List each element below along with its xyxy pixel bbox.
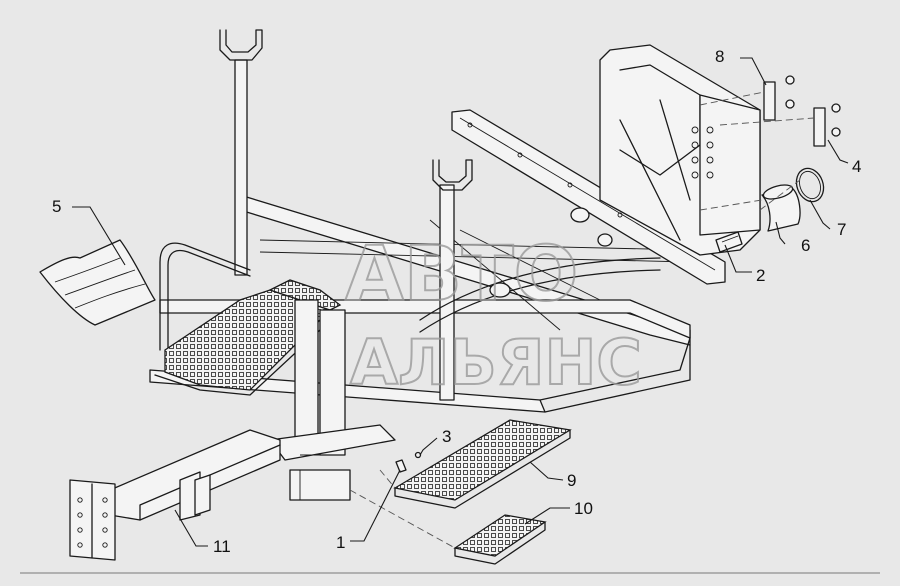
step-10 — [453, 514, 547, 565]
pin — [395, 459, 407, 473]
clamp-ring — [795, 167, 825, 203]
curved-bar — [419, 207, 661, 333]
watermark-line-2: АЛЬЯНС — [350, 326, 642, 399]
step-9 — [393, 419, 572, 509]
bolt — [715, 231, 743, 253]
step-assembly — [154, 242, 396, 501]
mud-flap — [39, 239, 156, 326]
front-plate — [599, 44, 761, 256]
callout-7: 7 — [837, 220, 846, 239]
washer — [414, 451, 422, 459]
callout-9: 9 — [567, 471, 576, 490]
callout-8: 8 — [715, 47, 724, 66]
callout-10: 10 — [574, 499, 593, 518]
sleeve — [761, 184, 801, 232]
callout-2: 2 — [756, 266, 765, 285]
upper-rail — [451, 109, 726, 285]
callout-1: 1 — [336, 533, 345, 552]
callout-3: 3 — [442, 427, 451, 446]
callout-11: 11 — [213, 537, 231, 556]
middle-post — [432, 159, 473, 401]
callout-4: 4 — [852, 157, 861, 176]
clamp-plate-4 — [813, 103, 841, 147]
mounting-plate — [69, 479, 116, 561]
left-post — [219, 29, 263, 276]
callout-6: 6 — [801, 236, 810, 255]
clamp-plate-8 — [763, 75, 795, 121]
watermark-line-1: АВТО — [345, 229, 578, 318]
watermark: АВТО АЛЬЯНС — [344, 228, 643, 400]
lower-beam — [109, 429, 281, 521]
callout-labels: 5 8 4 2 6 7 3 9 10 11 1 — [52, 47, 861, 556]
leader-lines — [72, 57, 849, 547]
assembly-lines — [349, 91, 815, 549]
callout-5: 5 — [52, 197, 61, 216]
